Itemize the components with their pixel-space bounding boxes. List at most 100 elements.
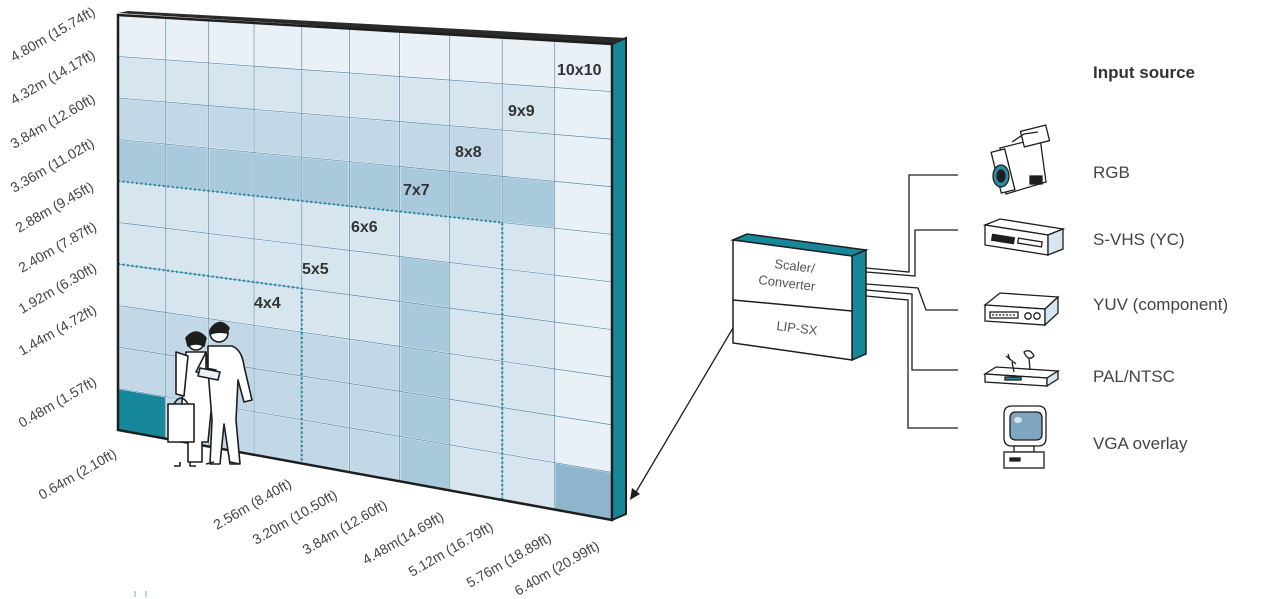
- wall-cell: [253, 65, 303, 115]
- wall-cell: [501, 175, 556, 230]
- input-cables: [865, 174, 958, 429]
- wall-cell: [301, 287, 351, 340]
- wall-cell: [501, 221, 556, 276]
- grid-size-label-4x4: 4x4: [254, 295, 281, 312]
- wall-cell: [253, 151, 303, 202]
- input-label-yuv: YUV (component): [1093, 295, 1228, 314]
- wall-cell: [207, 275, 255, 327]
- wall-cell: [553, 86, 613, 141]
- wall-cell: [501, 36, 556, 89]
- wall-cell: [348, 116, 401, 168]
- wall-dotted-outlines: [117, 179, 504, 500]
- wall-cells: [117, 14, 613, 521]
- wall-cell: [398, 390, 451, 446]
- wall-cell: [164, 17, 210, 64]
- video-deck-icon: [983, 292, 1060, 327]
- wall-grid-line: [117, 139, 613, 188]
- wall-cell: [398, 210, 451, 264]
- wall-top-edge: [118, 11, 626, 44]
- wall-cell: [398, 255, 451, 309]
- camcorder-icon: [990, 124, 1051, 195]
- wall-cell: [117, 263, 167, 314]
- wall-cell: [348, 72, 401, 123]
- wall-cell: [117, 180, 167, 230]
- input-label-svhs: S-VHS (YC): [1093, 230, 1185, 249]
- computer-monitor-icon: [1003, 405, 1047, 469]
- wall-cell: [117, 14, 167, 61]
- wall-cell: [164, 59, 210, 107]
- wall-cell: [448, 261, 503, 316]
- grid-size-label-5x5: 5x5: [302, 261, 329, 278]
- wall-cell: [301, 375, 351, 429]
- wall-cell: [207, 147, 255, 197]
- grid-outline-dotted: [117, 262, 303, 464]
- scaler-converter-unit: Scaler/ Converter LIP-SX: [730, 233, 869, 362]
- wall-cell: [117, 55, 167, 103]
- wall-grid-line: [117, 97, 613, 140]
- width-label: 0.64m (2.10ft): [36, 445, 119, 502]
- grid-size-labels: 4x4 5x5 6x6 7x7 8x8 9x9 10x10: [254, 62, 602, 312]
- wall-cell: [253, 367, 303, 421]
- grid-size-label-6x6: 6x6: [351, 219, 378, 236]
- processor-side-face: [851, 248, 867, 362]
- wall-cell: [117, 221, 167, 272]
- wall-cell: [301, 331, 351, 385]
- wall-cell: [117, 304, 167, 356]
- wall-cell: [448, 79, 503, 131]
- wall-grid-line: [117, 263, 613, 330]
- stray-marks: [134, 591, 147, 597]
- wall-cell: [207, 189, 255, 240]
- wall-grid-line: [117, 305, 613, 378]
- input-source-title: Input source: [1093, 63, 1195, 82]
- wall-cell: [207, 104, 255, 154]
- wall-cell: [448, 352, 503, 409]
- wall-cell: [348, 27, 401, 78]
- wall-cell: [301, 200, 351, 252]
- processor-front-face: [732, 239, 853, 361]
- height-label: 0.48m (1.57ft): [16, 373, 99, 430]
- wall-cell: [253, 194, 303, 246]
- wall-cell: [553, 274, 613, 331]
- wall-cell: [301, 24, 351, 74]
- wall-grid-line: [117, 222, 613, 283]
- wall-cell: [207, 19, 255, 67]
- wall-cell: [398, 120, 451, 173]
- wall-cell: [501, 314, 556, 370]
- wall-cell: [164, 101, 210, 150]
- wall-cell: [207, 232, 255, 283]
- input-label-rgb: RGB: [1093, 163, 1130, 182]
- wall-grid-line: [117, 56, 613, 92]
- wall-cell: [117, 138, 167, 187]
- grid-size-label-9x9: 9x9: [508, 103, 535, 120]
- processor-model-label: LIP-SX: [776, 318, 819, 338]
- wall-cell: [398, 345, 451, 401]
- wall-cell: [301, 68, 351, 119]
- input-label-pal-ntsc: PAL/NTSC: [1093, 367, 1175, 386]
- wall-cell: [117, 97, 167, 145]
- grid-size-label-10x10: 10x10: [557, 62, 602, 79]
- wall-cell: [253, 108, 303, 158]
- wall-cell: [501, 129, 556, 183]
- wall-cell: [398, 300, 451, 355]
- input-source-list: Input source RGB S-VHS (YC) YUV (compone…: [1093, 63, 1228, 453]
- wall-cell: [448, 216, 503, 270]
- wall-cell: [253, 324, 303, 377]
- connection-arrow: [630, 327, 734, 500]
- wall-cell: [448, 33, 503, 85]
- wall-cell: [253, 22, 303, 71]
- wall-side-edge: [611, 36, 627, 522]
- wall-cell: [448, 170, 503, 224]
- wall-cell: [553, 133, 613, 188]
- wall-cell: [253, 238, 303, 290]
- vcr-icon: [982, 218, 1066, 256]
- wall-cell: [348, 293, 401, 348]
- wall-cell: [164, 269, 210, 320]
- wall-cell: [164, 143, 210, 192]
- wall-cell: [348, 249, 401, 303]
- grid-size-label-8x8: 8x8: [455, 144, 482, 161]
- people-illustration: [167, 321, 253, 467]
- wall-cell: [301, 156, 351, 207]
- wall-cell: [398, 30, 451, 81]
- wall-cell: [348, 160, 401, 213]
